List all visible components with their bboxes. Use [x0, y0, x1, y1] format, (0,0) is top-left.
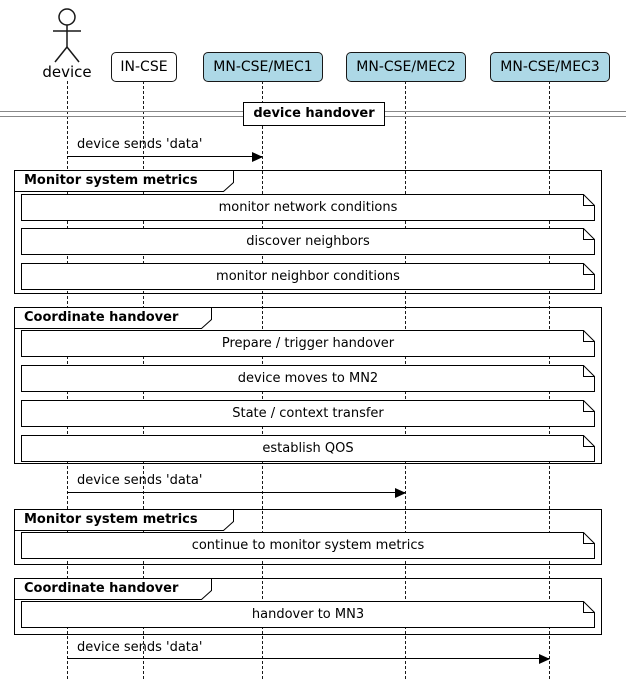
group-coordinate-handover-2: Coordinate handover — [14, 578, 602, 635]
note: monitor neighbor conditions — [21, 263, 595, 290]
group-header: Monitor system metrics — [14, 509, 234, 531]
group-header: Coordinate handover — [14, 307, 212, 329]
group-label: Monitor system metrics — [24, 512, 198, 527]
participant-mn-cse-mec3: MN-CSE/MEC3 — [490, 52, 610, 82]
message-2-arrow — [67, 488, 406, 498]
message-2-label: device sends 'data' — [77, 473, 203, 488]
actor-stick-figure-icon — [47, 7, 87, 68]
note-text: monitor network conditions — [218, 200, 398, 215]
note-text: establish QOS — [262, 441, 354, 456]
arrowhead-icon — [252, 152, 263, 162]
group-monitor-system-metrics-2: Monitor system metrics — [14, 509, 602, 565]
group-label: Coordinate handover — [24, 581, 179, 596]
note: continue to monitor system metrics — [21, 532, 595, 559]
note-text: continue to monitor system metrics — [191, 538, 425, 553]
note-text: device moves to MN2 — [237, 371, 379, 386]
note-text: monitor neighbor conditions — [216, 269, 400, 284]
group-coordinate-handover-1: Coordinate handover — [14, 307, 602, 464]
message-3-label: device sends 'data' — [77, 640, 203, 655]
participant-mn-cse-mec2: MN-CSE/MEC2 — [346, 52, 466, 82]
arrowhead-icon — [395, 488, 406, 498]
divider-title: device handover — [243, 102, 385, 126]
group-header: Monitor system metrics — [14, 170, 234, 192]
note-text: State / context transfer — [232, 406, 384, 421]
actor-label-device: device — [42, 63, 92, 81]
group-header: Coordinate handover — [14, 578, 212, 600]
message-1-label: device sends 'data' — [77, 137, 203, 152]
note-text: Prepare / trigger handover — [221, 336, 395, 351]
note: device moves to MN2 — [21, 365, 595, 392]
participant-mn-cse-mec1: MN-CSE/MEC1 — [203, 52, 323, 82]
note: establish QOS — [21, 435, 595, 462]
note-text: discover neighbors — [246, 234, 370, 249]
message-1-arrow — [67, 152, 263, 162]
note: monitor network conditions — [21, 194, 595, 221]
arrowhead-icon — [539, 654, 550, 664]
group-label: Monitor system metrics — [24, 173, 198, 188]
note-text: handover to MN3 — [251, 607, 365, 622]
note: discover neighbors — [21, 228, 595, 255]
note: handover to MN3 — [21, 601, 595, 628]
group-label: Coordinate handover — [24, 310, 179, 325]
message-3-arrow — [67, 654, 550, 664]
group-monitor-system-metrics-1: Monitor system metrics — [14, 170, 602, 294]
participant-in-cse: IN-CSE — [111, 52, 177, 82]
note: State / context transfer — [21, 400, 595, 427]
note: Prepare / trigger handover — [21, 330, 595, 357]
